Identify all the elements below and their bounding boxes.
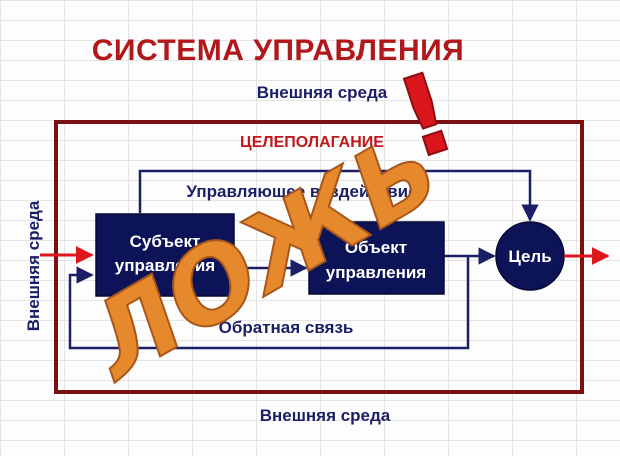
control-action-label: Управляющее воздействие <box>186 182 417 201</box>
control-subject-line1: Субъект <box>130 232 201 251</box>
control-object-box <box>308 221 445 295</box>
control-object-line1: Объект <box>345 238 407 257</box>
goal-setting-label: ЦЕЛЕПОЛАГАНИЕ <box>240 134 384 151</box>
feedback-label: Обратная связь <box>219 318 354 337</box>
diagram-title: СИСТЕМА УПРАВЛЕНИЯ <box>92 34 465 67</box>
control-subject-box <box>95 213 235 297</box>
control-action-arrow <box>138 169 539 222</box>
control-object-line2: управления <box>326 263 426 282</box>
environment-label-top: Внешняя среда <box>257 83 388 102</box>
environment-label-bottom: Внешняя среда <box>260 406 391 425</box>
feedback-loop-arrow <box>68 256 470 350</box>
control-subject-line2: управления <box>115 256 215 275</box>
environment-label-left: Внешняя среда <box>24 200 43 331</box>
goal-label: Цель <box>508 247 551 266</box>
